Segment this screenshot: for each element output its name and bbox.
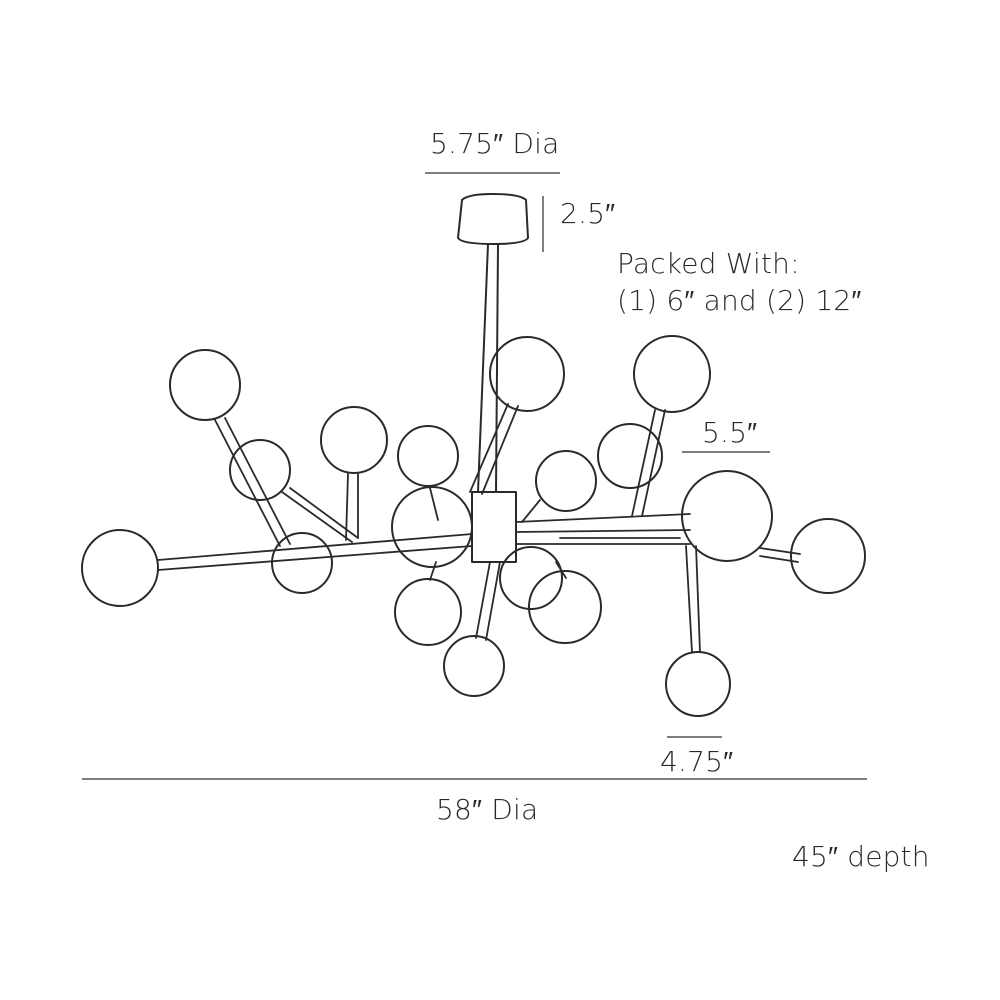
globe bbox=[394, 578, 462, 646]
globe bbox=[320, 406, 388, 474]
packed-with-heading: Packed With: bbox=[617, 247, 800, 280]
center-hub bbox=[471, 491, 517, 563]
globe bbox=[271, 532, 333, 594]
globe bbox=[499, 546, 563, 610]
globe bbox=[489, 336, 565, 412]
packed-with-contents: (1) 6″ and (2) 12″ bbox=[617, 284, 862, 317]
globe bbox=[633, 335, 711, 413]
globe bbox=[443, 635, 505, 697]
downrod bbox=[477, 243, 499, 493]
canopy-height-label: 2.5″ bbox=[560, 197, 616, 230]
globe bbox=[169, 349, 241, 421]
chandelier-arms bbox=[157, 403, 801, 653]
depth-label: 45″ depth bbox=[792, 840, 930, 873]
globes bbox=[81, 335, 866, 717]
globe bbox=[665, 651, 731, 717]
globe bbox=[528, 570, 602, 644]
globe bbox=[391, 486, 473, 568]
globe bbox=[397, 425, 459, 487]
globe bbox=[535, 450, 597, 512]
globe bbox=[229, 439, 291, 501]
globe bbox=[81, 529, 159, 607]
small-globe-label: 4.75″ bbox=[660, 745, 734, 778]
globe bbox=[597, 423, 663, 489]
overall-diameter-label: 58″ Dia bbox=[436, 793, 539, 826]
canopy bbox=[457, 193, 529, 245]
globe bbox=[681, 470, 773, 562]
large-globe-label: 5.5″ bbox=[702, 416, 758, 449]
canopy-diameter-label: 5.75″ Dia bbox=[430, 127, 560, 160]
globe bbox=[790, 518, 866, 594]
